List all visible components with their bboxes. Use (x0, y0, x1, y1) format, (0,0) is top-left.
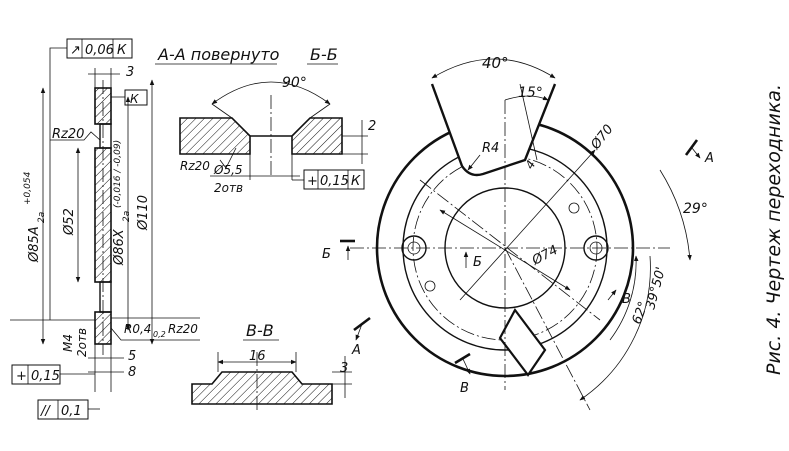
frame-value: 0,06 (85, 43, 114, 58)
dim-d85-sub: 2a (37, 212, 47, 223)
datum-k-label: К (130, 92, 139, 106)
figure-caption: Рис. 4. Чертеж переходника. (763, 84, 785, 375)
r4-label: R4 (482, 141, 499, 156)
bb-left-body (179, 117, 251, 155)
small-hole-upper (568, 202, 580, 214)
svg-text:А: А (351, 343, 361, 358)
d70-label: Ø70 (588, 122, 617, 153)
section-vv: В-В 16 3 (191, 321, 352, 412)
m4-label: М4 (61, 334, 75, 352)
frame-plus-value: 0,15 (31, 369, 60, 384)
section-vv-title: В-В (246, 321, 274, 340)
r04-sub: 0,2 (153, 330, 166, 339)
dim-aa-3: 3 (126, 65, 134, 80)
bottom-channel (498, 307, 547, 377)
dim-aa-8: 8 (128, 365, 136, 380)
angle-40: 40° (482, 54, 509, 72)
angle-62: 62° (630, 300, 652, 327)
angle-15: 15° (518, 85, 543, 101)
top-slot (430, 83, 557, 177)
frame-leader (49, 47, 67, 320)
bb-frame-datum: К (351, 174, 361, 189)
dim-d86: Ø86Х (112, 228, 127, 266)
plate-bore-lower (99, 281, 112, 313)
r04-label: R0,4 (124, 322, 151, 336)
angle-29: 29° (683, 201, 708, 217)
bb-frame-symbol: + (307, 174, 318, 189)
dim-d86-sub: 2a (122, 211, 132, 222)
vv-dim-3: 3 (340, 361, 348, 376)
small-hole-lower (424, 280, 436, 292)
svg-text:В: В (622, 292, 631, 307)
frame-symbol: ↗ (70, 43, 81, 58)
vv-body (191, 371, 333, 405)
frame-parallel-symbol: // (40, 404, 51, 419)
svg-text:Б: Б (322, 247, 331, 262)
mount-hole-left (401, 235, 427, 261)
frame-plus-symbol: + (16, 369, 27, 384)
cut-marker-b-center: Б (463, 251, 482, 270)
cut-marker-a-bottom: А (351, 316, 371, 358)
cut-marker-v-bottom: В (454, 352, 471, 396)
dim-d86-tol: (-0,016 / -0,09) (113, 140, 123, 208)
section-aa-title: А-А повернуто (157, 45, 280, 64)
d74-label: Ø74 (529, 243, 561, 269)
svg-text:А: А (704, 151, 714, 166)
bb-rz20: Rz20 (180, 159, 210, 173)
section-aa: ↗ 0,06 К А-А повернуто К 3 Rz20 Ø85А (10, 38, 280, 420)
section-bb-title: Б-Б (310, 45, 338, 64)
datum-k-box (124, 89, 148, 106)
feature-frame-bb: + 0,15 К (292, 169, 365, 190)
bb-holes: 2отв (214, 181, 243, 195)
rz20-bottom: Rz20 (168, 322, 198, 336)
feature-frame-runout: ↗ 0,06 К (66, 38, 133, 59)
bb-right-body (291, 117, 343, 155)
main-view: 40° 15° R4 4 Ø70 Ø74 29° 39°50' 62° А А (322, 54, 714, 411)
cut-marker-b-left: Б (322, 239, 355, 262)
dim-d52: Ø52 (62, 208, 77, 236)
section-bb: Б-Б 90° Rz20 Ø5,5 2отв 2 + 0,15 К (179, 45, 376, 195)
cut-marker-a-top: А (684, 139, 714, 166)
plate-bore-upper (99, 123, 112, 149)
frame-datum: К (117, 43, 127, 58)
dim-d85-tol: +0,054 (23, 171, 33, 205)
svg-text:В: В (460, 381, 469, 396)
bb-dim-2: 2 (368, 119, 376, 134)
feature-frame-parallel: // 0,1 (37, 399, 100, 420)
frame-box (66, 38, 133, 59)
dim-d110: Ø110 (136, 195, 151, 231)
bb-d55: Ø5,5 (213, 163, 243, 177)
dim-d85: Ø85А (27, 226, 42, 263)
feature-frame-position: + 0,15 (11, 364, 95, 385)
bb-angle: 90° (282, 75, 307, 91)
m4-holes: 2отв (75, 328, 89, 357)
bb-frame-value: 0,15 (320, 174, 349, 189)
frame-parallel-value: 0,1 (61, 404, 82, 419)
svg-text:Б: Б (473, 255, 482, 270)
rz20-top: Rz20 (52, 127, 84, 142)
mount-hole-right (583, 235, 609, 261)
dim-aa-5: 5 (128, 349, 136, 364)
cut-marker-v-right: В (607, 289, 631, 307)
